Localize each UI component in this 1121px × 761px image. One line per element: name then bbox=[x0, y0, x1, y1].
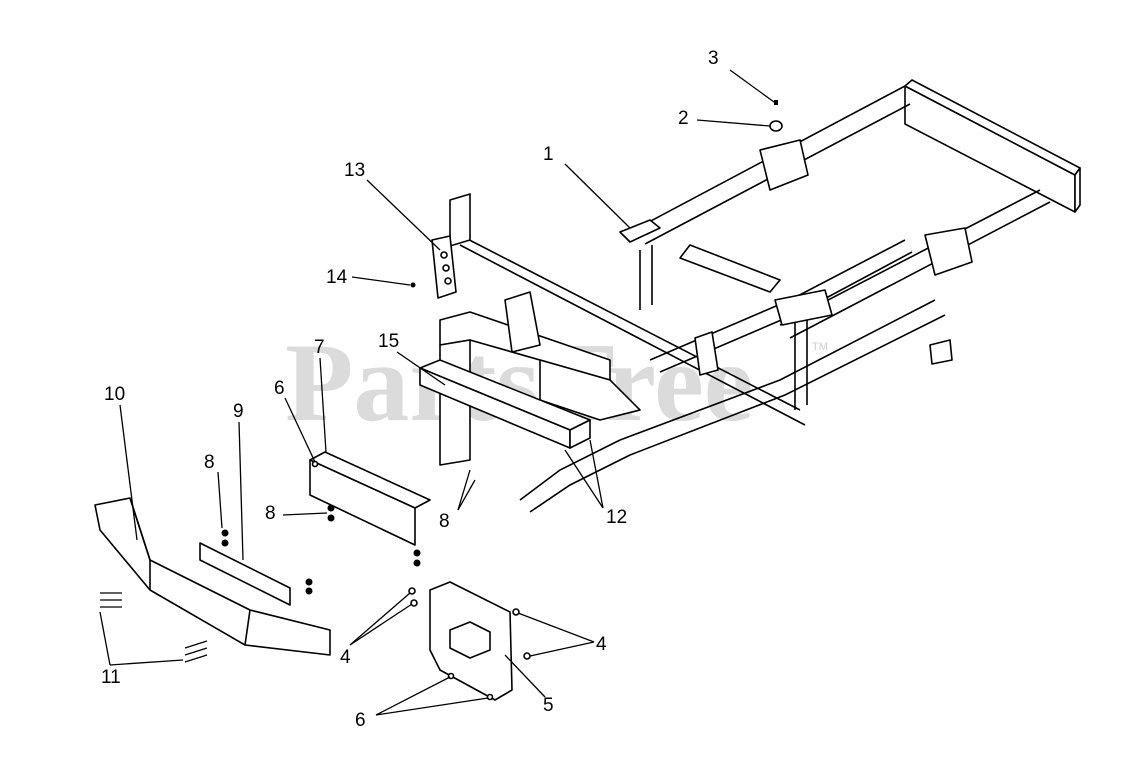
bolt-4-a bbox=[408, 587, 416, 595]
callout-5: 5 bbox=[543, 695, 554, 716]
watermark-trademark: TM bbox=[812, 341, 828, 353]
foot-bracket bbox=[929, 339, 953, 365]
left-post bbox=[449, 193, 471, 247]
bracket-13-holes bbox=[440, 251, 452, 285]
front-crossbar-end bbox=[569, 419, 591, 449]
hardware bbox=[100, 100, 783, 701]
callout-15: 15 bbox=[378, 331, 399, 352]
nut-8-g bbox=[305, 578, 313, 586]
bushing-2 bbox=[769, 120, 783, 132]
callout-labels: 1 2 3 4 4 5 6 6 7 8 8 8 9 10 11 12 13 14… bbox=[101, 48, 719, 731]
bolt-4-c bbox=[512, 608, 520, 616]
callout-11: 11 bbox=[101, 667, 121, 688]
bolt-3 bbox=[774, 100, 778, 105]
center-upright bbox=[639, 245, 653, 310]
callout-8-left: 8 bbox=[265, 503, 276, 524]
callout-6-top: 6 bbox=[274, 378, 285, 399]
steering-bracket bbox=[504, 291, 541, 353]
screw-14 bbox=[410, 282, 416, 288]
nut-8-f bbox=[413, 559, 421, 567]
bolts-11-b bbox=[184, 640, 208, 663]
callout-14: 14 bbox=[326, 267, 348, 288]
callout-4-left: 4 bbox=[340, 647, 351, 668]
center-plate bbox=[679, 244, 781, 293]
side-plate bbox=[774, 289, 833, 326]
callout-9: 9 bbox=[233, 401, 244, 422]
main-frame bbox=[439, 79, 1081, 513]
nut-8-d bbox=[327, 514, 335, 522]
nut-8-b bbox=[221, 539, 229, 547]
callout-13: 13 bbox=[344, 160, 365, 181]
front-lower-tube bbox=[519, 439, 631, 513]
long-crossbar bbox=[449, 229, 806, 426]
leader-lines bbox=[99, 69, 775, 716]
hitch-receiver bbox=[449, 621, 491, 659]
bolt-4-b bbox=[410, 599, 418, 607]
right-upright bbox=[794, 305, 808, 410]
front-center-block bbox=[539, 359, 641, 421]
nut-8-c bbox=[327, 504, 335, 512]
seat-bracket bbox=[619, 219, 661, 243]
callout-7: 7 bbox=[314, 337, 325, 358]
callout-12: 12 bbox=[606, 507, 627, 528]
callout-6-bottom: 6 bbox=[355, 710, 366, 731]
callout-4-right: 4 bbox=[596, 634, 607, 655]
nut-8-e bbox=[413, 549, 421, 557]
shock-tower-left bbox=[759, 139, 809, 191]
callout-10: 10 bbox=[104, 384, 125, 405]
shock-tower-right bbox=[924, 227, 973, 276]
nut-8-a bbox=[221, 529, 229, 537]
bolts-11-a bbox=[100, 592, 122, 608]
pivot-sleeve bbox=[694, 331, 719, 376]
callout-8-center: 8 bbox=[439, 511, 450, 532]
nut-8-h bbox=[305, 587, 313, 595]
rear-cross-end bbox=[1074, 167, 1081, 213]
callout-2: 2 bbox=[678, 108, 689, 129]
callout-1: 1 bbox=[543, 144, 554, 165]
lower-rail bbox=[619, 299, 946, 456]
bumper-10 bbox=[94, 497, 331, 656]
rear-cross-member bbox=[904, 85, 1076, 213]
bolt-4-d bbox=[523, 652, 531, 660]
callout-3: 3 bbox=[708, 48, 719, 69]
plate-7 bbox=[309, 459, 416, 546]
callout-8-top: 8 bbox=[204, 452, 215, 473]
plate-9 bbox=[199, 542, 291, 606]
pin-6-b bbox=[486, 693, 494, 701]
pin-6-c bbox=[311, 460, 319, 468]
